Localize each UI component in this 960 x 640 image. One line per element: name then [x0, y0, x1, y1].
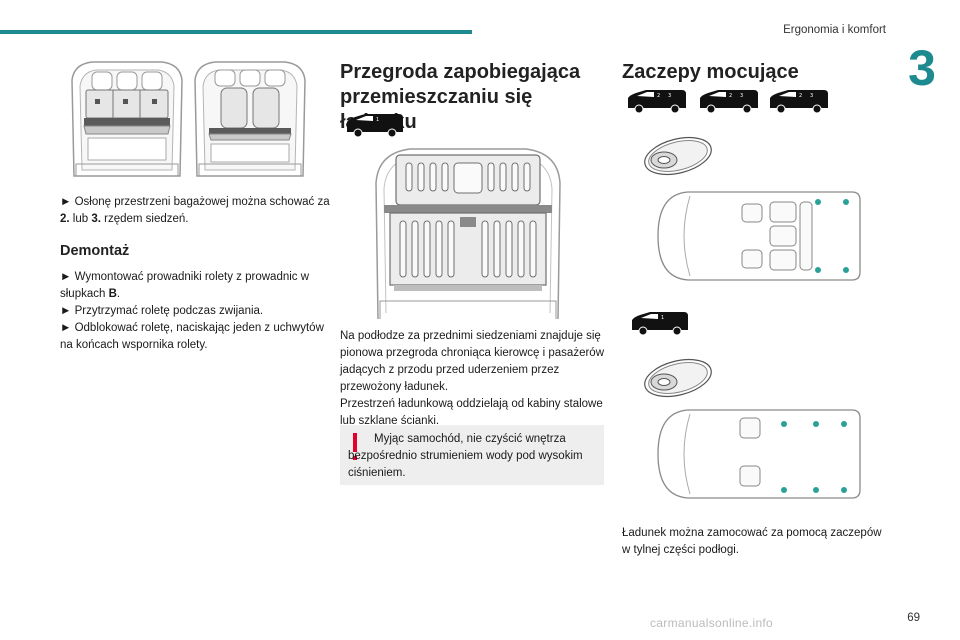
van-silhouette-icon-b: 2 3: [700, 90, 758, 114]
van-silhouette-icon-c: 2 3: [770, 90, 828, 114]
page-number: 69: [907, 612, 920, 624]
lashing-ring-detail-illustration-2: [644, 358, 712, 398]
van-silhouette-icon: 1: [347, 114, 403, 138]
svg-text:2: 2: [657, 93, 660, 99]
chapter-number: 3: [908, 40, 936, 96]
cargo-cover-illustration-row2: [71, 61, 183, 177]
svg-text:3: 3: [810, 93, 813, 99]
van-silhouette-icon-d: 1: [632, 312, 688, 336]
partition-walls-note: Przestrzeń ładunkową oddzielają od kabin…: [340, 398, 603, 427]
partition-body: Na podłodze za przednimi siedzeniami zna…: [340, 328, 605, 430]
header-accent-bar: [0, 30, 472, 34]
column-right: Zaczepy mocujące: [622, 60, 892, 85]
floor-plan-lashing-points-van: [657, 409, 861, 499]
svg-text:3: 3: [740, 93, 743, 99]
removal-step-3: ► Odblokować roletę, naciskając jeden z …: [60, 322, 324, 351]
partition-description: Na podłodze za przednimi siedzeniami zna…: [340, 330, 605, 393]
lashing-points-heading: Zaczepy mocujące: [622, 61, 799, 83]
running-head: Ergonomia i komfort: [783, 24, 886, 36]
floor-plan-lashing-points-passenger: [657, 191, 861, 281]
removal-step-2: ► Przytrzymać roletę podczas zwijania.: [60, 305, 264, 317]
svg-text:1: 1: [376, 117, 379, 123]
cover-storage-note: ► Osłonę przestrzeni bagażowej można sch…: [60, 196, 330, 225]
warning-box: Myjąc samochód, nie czyścić wnętrza bezp…: [340, 425, 604, 485]
svg-text:1: 1: [661, 315, 664, 321]
van-silhouette-icon-a: 2 3: [628, 90, 686, 114]
cargo-partition-illustration: [375, 148, 561, 320]
cargo-cover-illustration-row3: [194, 61, 306, 177]
svg-text:3: 3: [668, 93, 671, 99]
exclamation-warning-icon: [353, 433, 357, 460]
warning-text: Myjąc samochód, nie czyścić wnętrza bezp…: [348, 433, 583, 479]
watermark: carmanualsonline.info: [650, 616, 774, 630]
svg-text:2: 2: [799, 93, 802, 99]
removal-step-1: ► Wymontować prowadniki rolety z prowadn…: [60, 271, 310, 300]
lashing-ring-detail-illustration: [644, 136, 712, 176]
column-left: ► Osłonę przestrzeni bagażowej można sch…: [60, 194, 330, 354]
svg-text:2: 2: [729, 93, 732, 99]
lashing-body: Ładunek można zamocować za pomocą zaczep…: [622, 525, 892, 559]
lashing-description: Ładunek można zamocować za pomocą zaczep…: [622, 527, 882, 556]
removal-subheading: Demontaż: [60, 243, 130, 259]
